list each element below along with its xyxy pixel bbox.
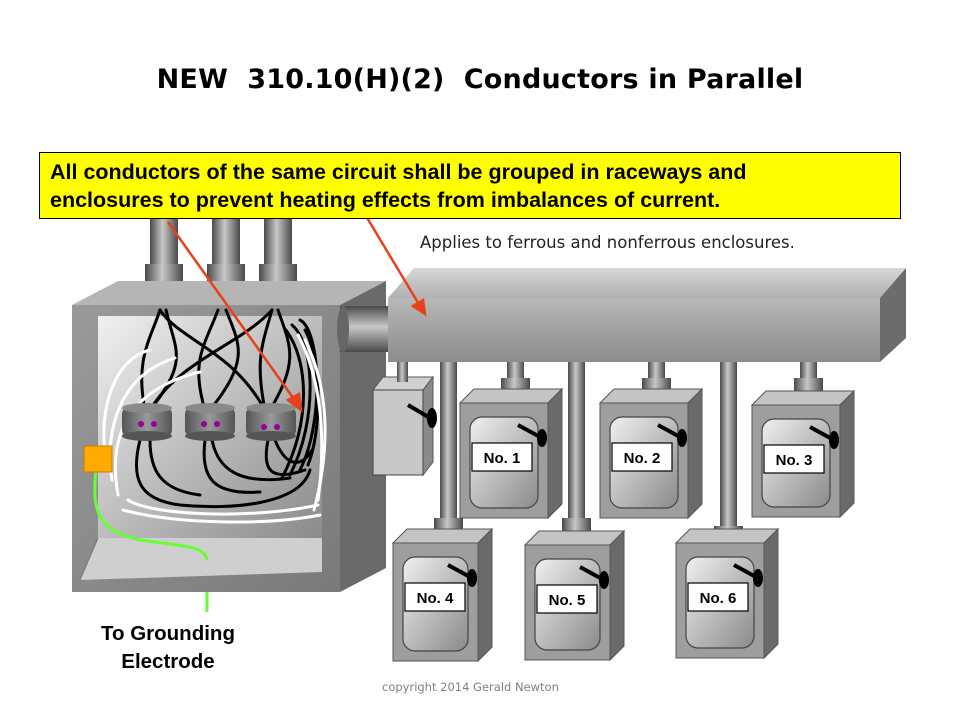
- enclosure-handle-icon: [809, 425, 833, 441]
- ct-3: [246, 403, 296, 441]
- enclosure-handle-icon: [517, 423, 541, 439]
- wiring-trough: [388, 268, 906, 362]
- enclosure-handle-icon: [447, 563, 471, 579]
- copyright-text: copyright 2014 Gerald Newton: [382, 680, 559, 694]
- grounding-conductor: [83, 445, 209, 612]
- enclosure-label: No. 4: [417, 590, 454, 607]
- enclosure-handle-icon: [733, 563, 757, 579]
- enclosure-label-plate: [471, 442, 533, 472]
- enclosure-label-plate: [687, 582, 749, 612]
- enclosure-label: No. 3: [776, 452, 813, 469]
- ct-1: [122, 403, 172, 441]
- current-transformers: [122, 403, 296, 441]
- grounding-label-line-2: Electrode: [121, 650, 215, 673]
- enclosure-label-plate: [404, 582, 466, 612]
- enclosure-4: No. 4: [391, 527, 494, 663]
- enclosure-label-plate: [611, 442, 673, 472]
- enclosure-2: No. 2: [598, 387, 704, 520]
- grounding-label-line-1: To Grounding: [101, 622, 235, 645]
- callout-box: All conductors of the same circuit shall…: [39, 152, 901, 219]
- enclosure-handle-icon: [579, 565, 603, 581]
- enclosure-handle-icon: [657, 423, 681, 439]
- enclosure-5: No. 5: [523, 529, 626, 662]
- enclosure-label: No. 2: [624, 450, 661, 467]
- enclosure-label: No. 6: [700, 590, 737, 607]
- enclosure-label-plate: [536, 584, 598, 614]
- callout-line-1: All conductors of the same circuit shall…: [50, 160, 747, 184]
- enclosure-label-plate: [763, 444, 825, 474]
- enclosure-6: No. 6: [674, 527, 780, 660]
- box-nipple: [337, 306, 390, 352]
- top-raceways: [145, 214, 297, 286]
- page-title: NEW 310.10(H)(2) Conductors in Parallel: [156, 64, 804, 95]
- enclosure-note: Applies to ferrous and nonferrous enclos…: [420, 233, 795, 252]
- grounding-block: [83, 445, 113, 473]
- callout-arrows: [166, 215, 427, 413]
- enclosure-label: No. 5: [549, 592, 586, 609]
- enclosure-1: No. 1: [458, 387, 564, 520]
- enclosure-group: No. 1 No. 2 No. 3 No. 4 No. 5 No. 6: [391, 387, 856, 663]
- small-box: [371, 362, 437, 477]
- ct-2: [185, 403, 235, 441]
- callout-line-2: enclosures to prevent heating effects fr…: [50, 188, 721, 212]
- enclosure-3: No. 3: [750, 389, 856, 519]
- enclosure-label: No. 1: [484, 450, 521, 467]
- grounding-label: To Grounding Electrode: [70, 620, 266, 676]
